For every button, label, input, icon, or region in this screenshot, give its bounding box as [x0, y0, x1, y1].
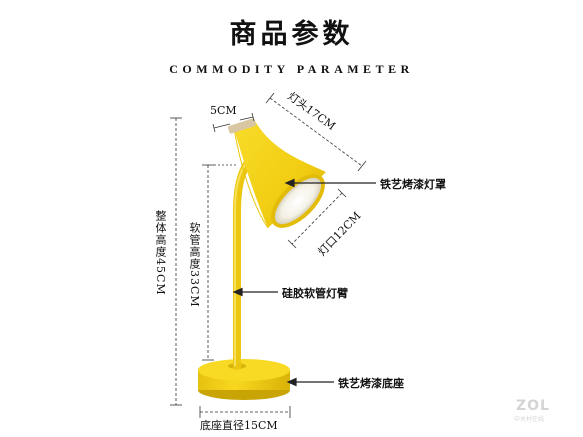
top-width-label: 5CM — [210, 104, 237, 117]
page-subtitle: COMMODITY PARAMETER — [169, 62, 414, 76]
lamp-base — [198, 359, 290, 400]
watermark-subtext: 中关村在线 — [514, 416, 545, 423]
base-callout-label: 铁艺烤漆底座 — [338, 377, 404, 390]
page-title: 商品参数 — [229, 19, 354, 50]
dim-total-height — [170, 117, 182, 406]
hose-height-label: 软管高度33CM — [188, 222, 201, 308]
dim-shade-length — [265, 92, 367, 172]
watermark-logo: ZOL — [516, 398, 550, 414]
dim-top-width — [212, 112, 255, 133]
dim-opening — [287, 188, 347, 249]
callout-arrows — [232, 178, 376, 387]
arm-callout-label: 硅胶软管灯臂 — [282, 287, 348, 300]
shade-callout-label: 铁艺烤漆灯罩 — [380, 178, 446, 191]
dim-base-diameter — [199, 406, 291, 418]
base-diameter-label: 底座直径15CM — [200, 419, 278, 432]
dim-hose-height — [202, 164, 236, 361]
lamp-shade — [227, 118, 326, 229]
total-height-label: 整体高度45CM — [154, 210, 167, 296]
